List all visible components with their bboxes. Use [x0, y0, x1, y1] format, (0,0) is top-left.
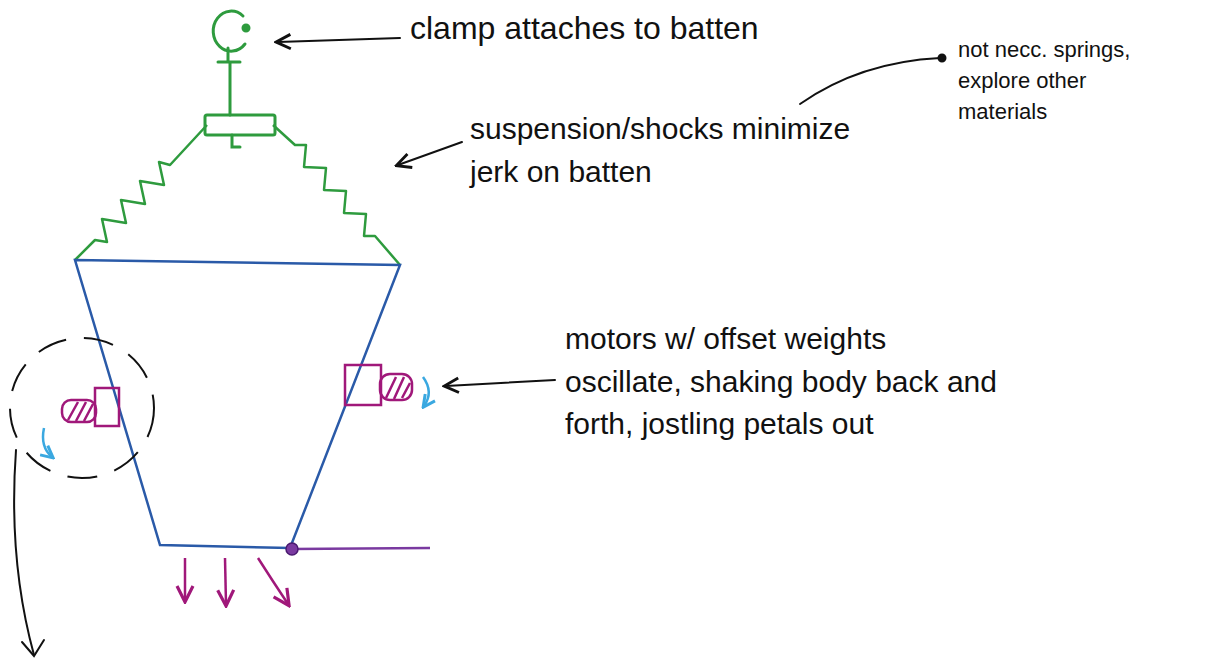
annotation-note: suspension/shocks minimize jerk on batte… — [470, 108, 870, 193]
petal-arrows — [185, 558, 288, 604]
motor-right — [345, 365, 429, 406]
motor-left — [43, 388, 119, 457]
annotation-note: clamp attaches to batten — [410, 6, 830, 51]
spring — [75, 125, 400, 265]
clamp — [205, 11, 275, 147]
detail-circle — [10, 338, 154, 478]
hinge-flap — [286, 543, 430, 555]
body-outline — [75, 260, 400, 548]
annotation-note: motors w/ offset weights oscillate, shak… — [565, 318, 1007, 446]
annotation-note: not necc. springs, explore other materia… — [958, 34, 1158, 128]
